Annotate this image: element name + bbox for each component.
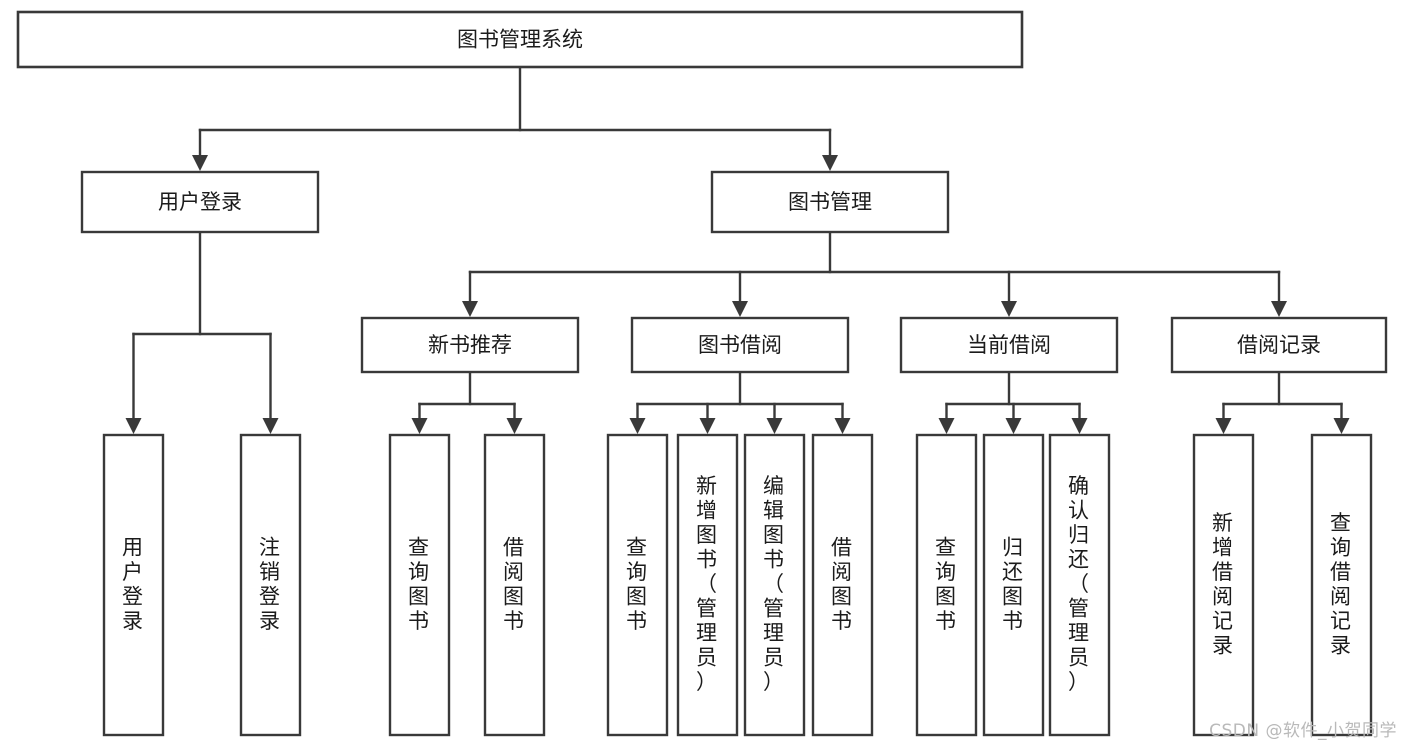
node-box[interactable] [360, 316, 580, 374]
node-leaf-current-1[interactable]: 查询图书 [915, 433, 978, 737]
node-label: 确认归还（管理员） [1068, 474, 1091, 694]
node-borrow[interactable]: 图书借阅 [630, 316, 850, 374]
node-leaf-newbook-1[interactable]: 查询图书 [388, 433, 451, 737]
arrow-head-icon [938, 418, 955, 434]
node-leaf-record-2[interactable]: 查询借阅记录 [1310, 433, 1373, 737]
node-leaf-borrow-3[interactable]: 编辑图书（管理员） [743, 433, 806, 737]
node-label: 新书推荐 [428, 333, 512, 357]
node-leaf-login-2[interactable]: 注销登录 [239, 433, 302, 737]
arrow-head-icon [1271, 301, 1287, 317]
node-label: 图书管理 [788, 190, 872, 214]
node-label: 当前借阅 [967, 333, 1051, 357]
node-leaf-login-1[interactable]: 用户登录 [102, 433, 165, 737]
arrow-head-icon [192, 155, 208, 171]
arrow-head-icon [462, 301, 478, 317]
node-box[interactable] [1048, 433, 1111, 737]
node-newbook[interactable]: 新书推荐 [360, 316, 580, 374]
node-label: 用户登录 [122, 535, 145, 633]
arrow-head-icon [834, 418, 851, 434]
node-label: 图书管理系统 [457, 28, 583, 52]
node-box[interactable] [483, 433, 546, 737]
node-current[interactable]: 当前借阅 [899, 316, 1119, 374]
node-leaf-current-2[interactable]: 归还图书 [982, 433, 1045, 737]
arrow-head-icon [1333, 418, 1350, 434]
node-label: 新增借阅记录 [1212, 511, 1235, 658]
node-label: 用户登录 [158, 190, 242, 214]
node-leaf-borrow-2[interactable]: 新增图书（管理员） [676, 433, 739, 737]
node-root[interactable]: 图书管理系统 [16, 10, 1024, 69]
node-record[interactable]: 借阅记录 [1170, 316, 1388, 374]
arrow-head-icon [629, 418, 646, 434]
arrow-head-icon [1005, 418, 1022, 434]
node-box[interactable] [102, 433, 165, 737]
node-box[interactable] [16, 10, 1024, 69]
node-box[interactable] [982, 433, 1045, 737]
node-leaf-current-3[interactable]: 确认归还（管理员） [1048, 433, 1111, 737]
arrow-head-icon [732, 301, 748, 317]
arrow-head-icon [506, 418, 523, 434]
node-box[interactable] [606, 433, 669, 737]
arrow-head-icon [699, 418, 716, 434]
node-login[interactable]: 用户登录 [80, 170, 320, 234]
node-label: 注销登录 [259, 535, 282, 633]
node-label: 借阅图书 [831, 535, 854, 633]
node-box[interactable] [630, 316, 850, 374]
node-leaf-borrow-4[interactable]: 借阅图书 [811, 433, 874, 737]
node-box[interactable] [239, 433, 302, 737]
arrow-head-icon [1001, 301, 1017, 317]
arrow-head-icon [125, 418, 142, 434]
node-label: 借阅记录 [1237, 333, 1321, 357]
arrow-head-icon [1215, 418, 1232, 434]
node-label: 查询借阅记录 [1330, 511, 1353, 658]
node-box[interactable] [388, 433, 451, 737]
node-box[interactable] [811, 433, 874, 737]
node-label: 编辑图书（管理员） [763, 474, 786, 694]
arrow-head-icon [822, 155, 838, 171]
node-label: 图书借阅 [698, 333, 782, 357]
node-label: 查询图书 [935, 535, 958, 633]
node-label: 查询图书 [626, 535, 649, 633]
node-leaf-borrow-1[interactable]: 查询图书 [606, 433, 669, 737]
node-box[interactable] [80, 170, 320, 234]
node-leaf-record-1[interactable]: 新增借阅记录 [1192, 433, 1255, 737]
node-box[interactable] [1170, 316, 1388, 374]
arrow-head-icon [1071, 418, 1088, 434]
node-box[interactable] [676, 433, 739, 737]
node-leaf-newbook-2[interactable]: 借阅图书 [483, 433, 546, 737]
node-box[interactable] [899, 316, 1119, 374]
node-box[interactable] [1192, 433, 1255, 737]
node-box[interactable] [743, 433, 806, 737]
node-box[interactable] [915, 433, 978, 737]
node-box[interactable] [1310, 433, 1373, 737]
arrow-head-icon [411, 418, 428, 434]
arrow-head-icon [262, 418, 279, 434]
node-label: 归还图书 [1002, 535, 1025, 633]
node-label: 新增图书（管理员） [696, 474, 719, 694]
node-box[interactable] [710, 170, 950, 234]
node-label: 借阅图书 [503, 535, 526, 633]
node-bookmgmt[interactable]: 图书管理 [710, 170, 950, 234]
connector-group [125, 65, 1350, 434]
arrow-head-icon [766, 418, 783, 434]
node-label: 查询图书 [408, 535, 431, 633]
